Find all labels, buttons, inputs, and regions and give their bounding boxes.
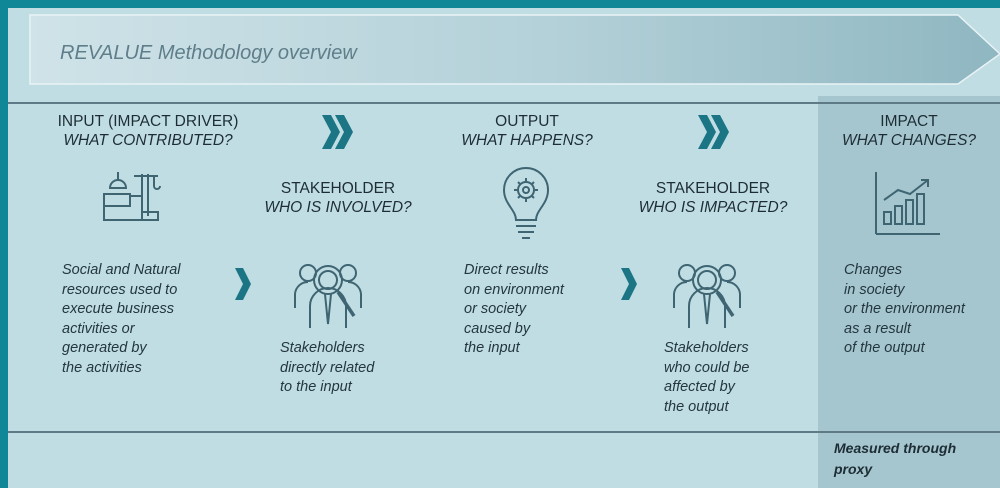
methodology-panel: REVALUE Methodology overview INPUT (IMPA… [8,8,1000,488]
input-description-line: Social and Natural [62,262,181,278]
impact-description-line: Changes [844,262,903,278]
impact-description: Changes in society or the environment as… [844,261,965,359]
stakeholder-impacted-question: WHO IS IMPACTED? [638,199,788,216]
impact-heading: IMPACT [880,113,938,130]
stakeholder-impacted-heading: STAKEHOLDER [655,180,771,197]
impact-header: IMPACT WHAT CHANGES? [818,112,1000,150]
banner-arrow [29,14,1000,85]
output-description-line: on environment [464,281,564,298]
stakeholder-involved-description: Stakeholders directly related to the inp… [280,339,374,398]
double-chevron-icon [322,115,353,149]
impact-description-line: in society [844,281,905,298]
input-description-line: activities or [62,320,135,337]
input-header: INPUT (IMPACT DRIVER) WHAT CONTRIBUTED? [38,112,258,150]
input-question: WHAT CONTRIBUTED? [63,132,233,149]
input-heading: INPUT (IMPACT DRIVER) [57,113,239,130]
bottom-divider [8,431,1000,433]
banner-title: REVALUE Methodology overview [60,42,357,64]
impact-column-highlight [818,96,1000,488]
double-chevron-icon [698,115,729,149]
stakeholder-involved-question: WHO IS INVOLVED? [264,199,412,216]
stakeholder-involved-heading: STAKEHOLDER [280,180,396,197]
stakeholder-involved-header: STAKEHOLDER WHO IS INVOLVED? [238,179,438,217]
output-description-line: caused by [464,320,531,337]
impact-description-line: as a result [844,320,911,337]
proxy-note-line: proxy [834,461,873,477]
top-divider [8,102,1000,104]
output-description-line: Direct results [464,262,549,278]
output-description: Direct results on environment or society… [464,261,564,359]
stakeholder-involved-description-line: directly related [280,359,375,376]
input-description-line: generated by [62,340,147,356]
stakeholder-search-icon [673,264,741,328]
stakeholder-impacted-description: Stakeholders who could be affected by th… [664,339,749,417]
chevron-right-icon [235,268,251,300]
lightbulb-gear-icon [502,167,550,239]
input-description-line: the activities [62,359,142,376]
impact-description-line: or the environment [844,301,965,317]
stakeholder-impacted-description-line: the output [664,398,729,415]
input-description-line: execute business [62,301,175,317]
workstation-icon [103,172,161,221]
output-header: OUTPUT WHAT HAPPENS? [438,112,616,150]
output-description-line: the input [464,340,520,356]
output-description-line: or society [464,301,527,317]
output-heading: OUTPUT [495,113,559,130]
stakeholder-impacted-header: STAKEHOLDER WHO IS IMPACTED? [618,179,808,217]
stakeholder-involved-description-line: to the input [280,379,352,395]
proxy-note: Measured through proxy [834,438,956,480]
stakeholder-involved-description-line: Stakeholders [280,340,365,356]
input-description: Social and Natural resources used to exe… [62,261,181,378]
output-question: WHAT HAPPENS? [461,132,593,149]
growth-chart-icon [875,172,940,235]
impact-question: WHAT CHANGES? [841,132,977,149]
stakeholder-impacted-description-line: Stakeholders [664,340,749,356]
stakeholder-impacted-description-line: who could be [664,359,750,376]
stakeholder-search-icon [294,264,362,328]
chevron-right-icon [621,268,637,300]
impact-description-line: of the output [844,340,925,356]
stakeholder-impacted-description-line: affected by [664,379,735,395]
input-description-line: resources used to [62,281,178,298]
proxy-note-line: Measured through [834,440,957,456]
